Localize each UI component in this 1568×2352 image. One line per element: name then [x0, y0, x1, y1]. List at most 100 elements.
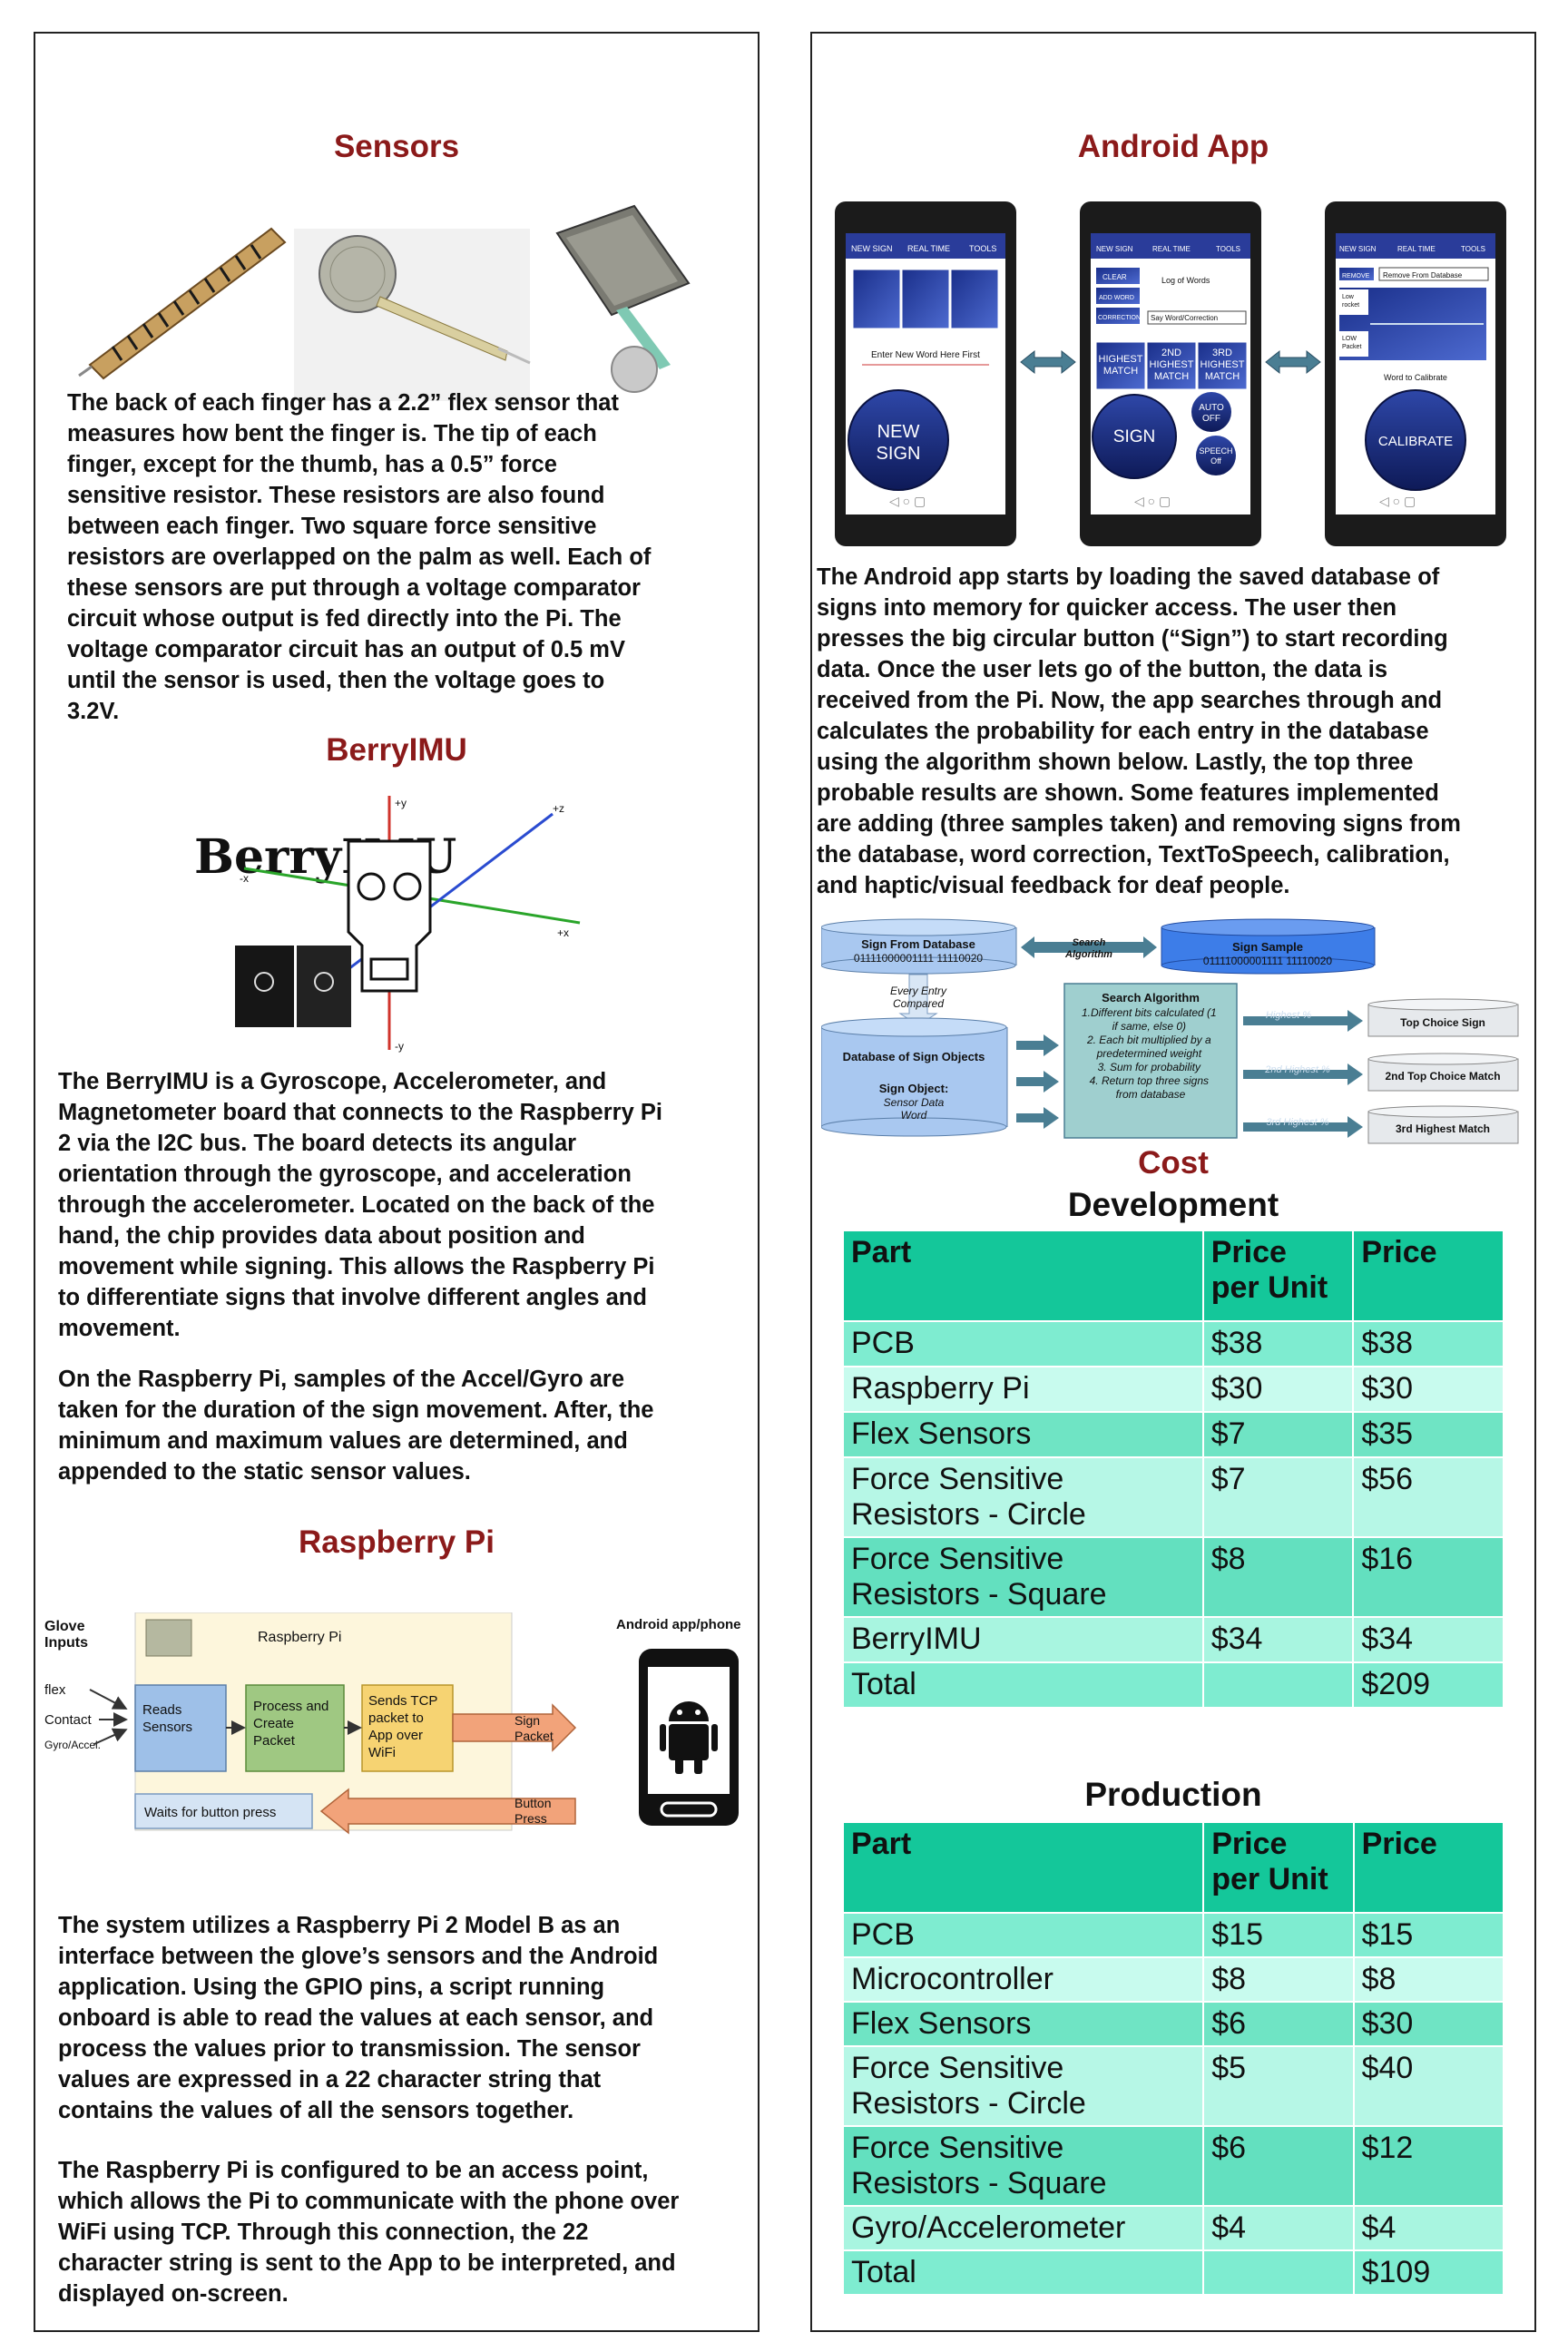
flex-sensor-image — [78, 227, 287, 380]
sign-from-db-bits: 01111000001111 11110020 — [854, 952, 983, 965]
dev-row: Force Sensitive Resistors - Circle$7$56 — [842, 1456, 1504, 1538]
axis-plus-x: +x — [557, 926, 569, 939]
prod-row: Force Sensitive Resistors - Circle$5$40 — [841, 2045, 1505, 2127]
berryimu-heading: BerryIMU — [326, 732, 467, 768]
sends-tcp-box — [361, 1684, 454, 1772]
top-choice-label: Top Choice Sign — [1400, 1016, 1485, 1029]
third-highest-label: 3rd Highest % — [1266, 1117, 1328, 1128]
p3-remove-field[interactable]: Remove From Database — [1383, 271, 1463, 279]
input-gyro: Gyro/Accel. — [44, 1739, 101, 1751]
p2-sign-button[interactable] — [1092, 394, 1177, 479]
skull-board-outline — [347, 839, 432, 993]
dev-cell: $34 — [1201, 1616, 1355, 1663]
sign-packet-arrow — [452, 1703, 577, 1752]
axis-plus-z: +z — [553, 802, 564, 815]
p1-tab-real-time: REAL TIME — [907, 244, 950, 253]
dev-cell: $35 — [1352, 1411, 1504, 1458]
left-panel: Sensors — [34, 32, 760, 2332]
square-fsr-image — [555, 204, 691, 393]
double-arrow-2 — [1265, 349, 1321, 375]
p2-add-word[interactable]: ADD WORD — [1099, 295, 1134, 301]
dev-cell: $209 — [1352, 1661, 1504, 1709]
rpi-board-image — [145, 1619, 192, 1657]
search-steps: 1.Different bits calculated (1 if same, … — [1082, 1006, 1220, 1101]
svg-text:◁ ○ ▢: ◁ ○ ▢ — [1379, 494, 1416, 508]
android-paragraph: The Android app starts by loading the sa… — [817, 564, 1461, 898]
db-title: Database of Sign Objects — [843, 1050, 985, 1063]
p2-auto-button[interactable] — [1191, 392, 1231, 432]
p1-tab-tools: TOOLS — [969, 244, 996, 253]
prod-cell: $6 — [1202, 2001, 1355, 2047]
development-title: Development — [1067, 1186, 1279, 1223]
production-title: Production — [1084, 1776, 1262, 1813]
p2-log: Log of Words — [1161, 276, 1210, 285]
p2-speech-button[interactable] — [1196, 436, 1236, 475]
reads-sensors-box — [134, 1684, 227, 1772]
prod-cell: $8 — [1352, 1956, 1505, 2003]
third-match-cylinder: 3rd Highest Match — [1367, 1105, 1519, 1144]
dev-cell: $56 — [1352, 1456, 1504, 1538]
dev-row: Flex Sensors$7$35 — [842, 1411, 1504, 1458]
berryimu-paragraph-1: The BerryIMU is a Gyroscope, Acceleromet… — [58, 1069, 662, 1341]
prod-cell: $109 — [1352, 2249, 1505, 2296]
input-contact: Contact — [44, 1712, 93, 1728]
p3-calibrate-label: CALIBRATE — [1378, 434, 1453, 449]
p2-tab-real-time: REAL TIME — [1152, 245, 1191, 253]
sign-sample-cylinder: Sign Sample 01111000001111 11110020 — [1161, 918, 1376, 975]
sensors-photo — [78, 204, 691, 401]
raspberry-pi-heading: Raspberry Pi — [299, 1524, 495, 1560]
svg-text:◁ ○ ▢: ◁ ○ ▢ — [1134, 494, 1171, 508]
phone-calibrate: NEW SIGN REAL TIME TOOLS REMOVE Remove F… — [1325, 201, 1506, 546]
p3-tab-real-time: REAL TIME — [1397, 245, 1436, 253]
p2-clear[interactable]: CLEAR — [1102, 273, 1127, 281]
berryimu-figure: BerryIMU +y -y +x -x +z -z — [194, 796, 581, 1053]
round-fsr-image — [294, 229, 531, 401]
prod-cell: $5 — [1202, 2045, 1355, 2127]
dev-header-cell: Price per Unit — [1201, 1230, 1355, 1322]
p1-tab-new-sign: NEW SIGN — [851, 244, 893, 253]
rpi-paragraph-2: The Raspberry Pi is configured to be an … — [58, 2158, 680, 2307]
third-match-label: 3rd Highest Match — [1396, 1122, 1490, 1135]
prod-cell: Force Sensitive Resistors - Square — [841, 2125, 1205, 2207]
dev-cell: $30 — [1352, 1366, 1504, 1413]
prod-cell: $15 — [1202, 1912, 1355, 1958]
p3-word-calibrate: Word to Calibrate — [1384, 373, 1447, 382]
prod-row: PCB$15$15 — [841, 1912, 1505, 1958]
dev-cell: Force Sensitive Resistors - Circle — [842, 1456, 1204, 1538]
p3-tab-new-sign: NEW SIGN — [1339, 245, 1377, 253]
sensors-paragraph: The back of each finger has a 2.2” flex … — [67, 390, 652, 724]
p3-calibrate-button[interactable] — [1365, 389, 1466, 491]
prod-cell: $12 — [1352, 2125, 1505, 2207]
p2-tab-new-sign: NEW SIGN — [1096, 245, 1133, 253]
p2-correction[interactable]: CORRECTION — [1098, 315, 1141, 321]
dev-header-cell: Price — [1352, 1230, 1504, 1322]
sign-object-label: Sign Object: — [879, 1082, 949, 1095]
prod-cell: Total — [841, 2249, 1205, 2296]
dev-cell: $8 — [1201, 1536, 1355, 1618]
dev-cell: $34 — [1352, 1616, 1504, 1663]
sign-sample-bits: 01111000001111 11110020 — [1203, 955, 1332, 967]
android-app-screens: NEW SIGN REAL TIME TOOLS Enter New Word … — [835, 201, 1506, 546]
dev-cell: $16 — [1352, 1536, 1504, 1618]
axis-minus-y: -y — [395, 1040, 404, 1053]
waits-label: Waits for button press — [144, 1805, 276, 1820]
p2-correction-field[interactable]: Say Word/Correction — [1151, 314, 1218, 322]
second-choice-cylinder: 2nd Top Choice Match — [1367, 1053, 1519, 1092]
cost-heading: Cost — [1138, 1145, 1209, 1181]
search-algorithm-diagram: Sign From Database 01111000001111 111100… — [821, 918, 1519, 1144]
dev-row: Force Sensitive Resistors - Square$8$16 — [842, 1536, 1504, 1618]
p1-new-sign-button[interactable] — [848, 389, 949, 491]
p3-remove[interactable]: REMOVE — [1342, 273, 1370, 279]
